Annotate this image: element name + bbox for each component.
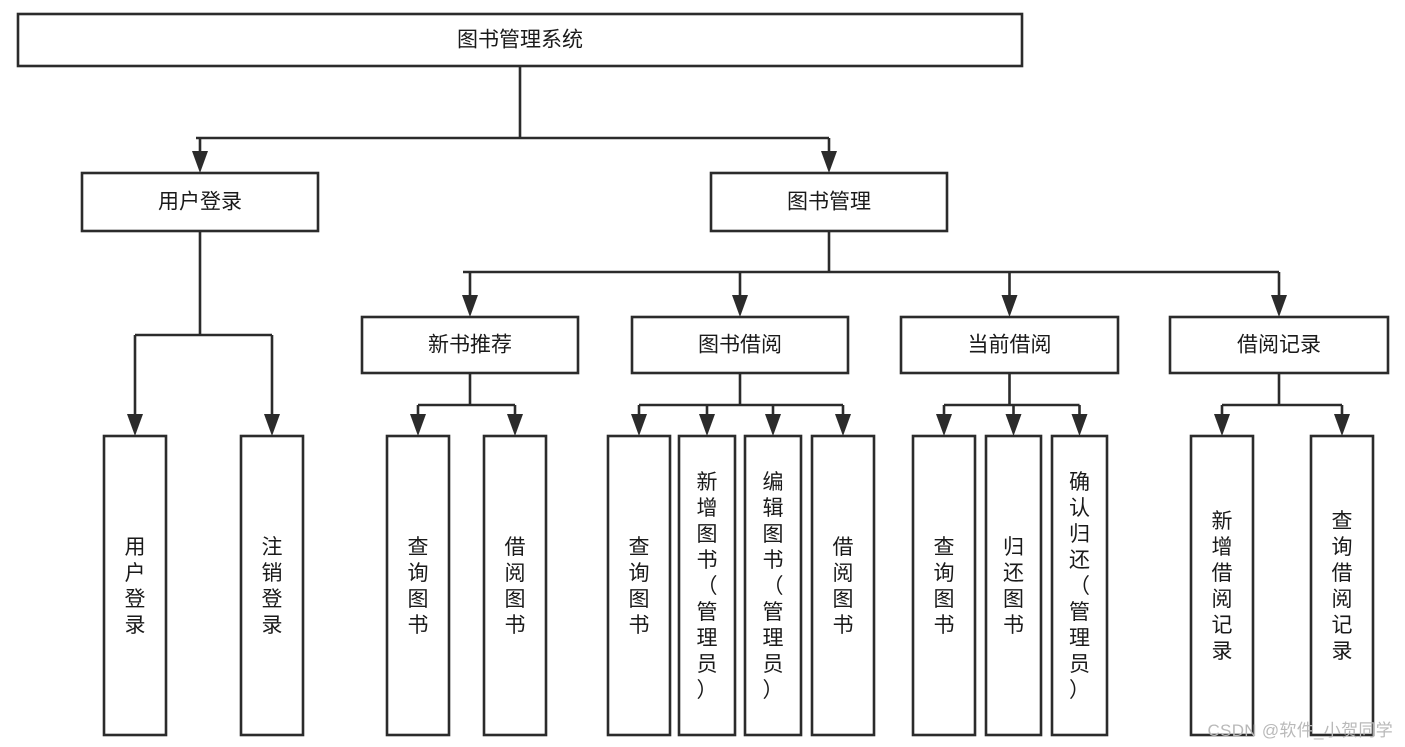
node-current-borrow-label: 当前借阅 — [968, 334, 1052, 357]
arrow-head-icon — [462, 295, 478, 317]
arrow-head-icon — [936, 414, 952, 436]
node-leaf-add-borrow-record-box[interactable] — [1189, 434, 1255, 737]
node-leaf-edit-book-admin-box[interactable] — [743, 434, 803, 737]
node-leaf-add-borrow-record[interactable]: 新增借阅记录 — [1189, 434, 1255, 737]
node-leaf-borrow-book-bor-box[interactable] — [810, 434, 876, 737]
arrow-head-icon — [699, 414, 715, 436]
arrow-head-icon — [1071, 414, 1088, 436]
node-leaf-logout-login-box[interactable] — [239, 434, 305, 737]
node-current-borrow-box[interactable] — [899, 315, 1120, 375]
node-leaf-borrow-book-bor-label: 借阅图书 — [833, 536, 854, 637]
arrow-head-icon — [1334, 414, 1350, 436]
arrow-head-icon — [410, 414, 426, 436]
node-boxes-group: 图书管理系统用户登录图书管理新书推荐图书借阅当前借阅借阅记录用户登录注销登录查询… — [16, 12, 1390, 737]
node-leaf-query-book-rec-box[interactable] — [385, 434, 451, 737]
arrow-head-icon — [631, 414, 647, 436]
node-leaf-borrow-book-rec-box[interactable] — [482, 434, 548, 737]
node-leaf-add-borrow-record-label: 新增借阅记录 — [1212, 510, 1233, 663]
node-borrow-record[interactable]: 借阅记录 — [1168, 315, 1390, 375]
node-leaf-return-book-label: 归还图书 — [1003, 536, 1024, 637]
node-leaf-borrow-book-rec-label: 借阅图书 — [505, 536, 526, 637]
node-leaf-query-borrow-record-label: 查询借阅记录 — [1332, 510, 1353, 663]
node-leaf-add-book-admin-label: 新增图书（管理员） — [697, 471, 718, 702]
node-leaf-return-book-box[interactable] — [984, 434, 1043, 737]
node-leaf-logout-login[interactable]: 注销登录 — [239, 434, 305, 737]
watermark-label: CSDN @软件_小贺同学 — [1207, 721, 1393, 740]
node-user-login-label: 用户登录 — [158, 191, 242, 214]
arrow-head-icon — [127, 414, 143, 436]
node-user-login[interactable]: 用户登录 — [80, 171, 320, 233]
node-leaf-query-book-cur[interactable]: 查询图书 — [911, 434, 977, 737]
node-root-book-management-system-box[interactable] — [16, 12, 1024, 68]
node-leaf-borrow-book-bor[interactable]: 借阅图书 — [810, 434, 876, 737]
node-leaf-query-book-bor[interactable]: 查询图书 — [606, 434, 672, 737]
node-leaf-confirm-return-admin-label: 确认归还（管理员） — [1069, 471, 1090, 702]
node-root-book-management-system[interactable]: 图书管理系统 — [16, 12, 1024, 68]
node-leaf-borrow-book-rec[interactable]: 借阅图书 — [482, 434, 548, 737]
node-book-borrow-box[interactable] — [630, 315, 850, 375]
node-book-manage-box[interactable] — [709, 171, 949, 233]
node-leaf-query-book-cur-box[interactable] — [911, 434, 977, 737]
node-borrow-record-label: 借阅记录 — [1237, 334, 1321, 357]
node-leaf-add-book-admin[interactable]: 新增图书（管理员） — [677, 434, 737, 737]
node-leaf-edit-book-admin[interactable]: 编辑图书（管理员） — [743, 434, 803, 737]
arrow-head-icon — [835, 414, 851, 436]
node-borrow-record-box[interactable] — [1168, 315, 1390, 375]
node-leaf-return-book[interactable]: 归还图书 — [984, 434, 1043, 737]
node-current-borrow[interactable]: 当前借阅 — [899, 315, 1120, 375]
node-leaf-query-book-rec-label: 查询图书 — [408, 536, 429, 637]
node-leaf-query-book-rec[interactable]: 查询图书 — [385, 434, 451, 737]
arrow-head-icon — [1271, 295, 1287, 317]
node-book-manage[interactable]: 图书管理 — [709, 171, 949, 233]
arrow-head-icon — [507, 414, 523, 436]
node-leaf-query-book-bor-box[interactable] — [606, 434, 672, 737]
node-leaf-query-book-bor-label: 查询图书 — [629, 536, 650, 637]
arrow-head-icon — [1214, 414, 1230, 436]
node-book-borrow-label: 图书借阅 — [698, 334, 782, 357]
node-leaf-logout-login-label: 注销登录 — [262, 536, 283, 637]
connector-lines-group — [127, 66, 1350, 436]
node-leaf-confirm-return-admin[interactable]: 确认归还（管理员） — [1050, 434, 1109, 737]
node-leaf-user-login-label: 用户登录 — [125, 536, 146, 637]
arrow-head-icon — [765, 414, 781, 436]
node-leaf-user-login[interactable]: 用户登录 — [102, 434, 168, 737]
arrow-head-icon — [192, 151, 208, 173]
arrow-head-icon — [1005, 414, 1022, 436]
node-new-book-recommend[interactable]: 新书推荐 — [360, 315, 580, 375]
node-new-book-recommend-label: 新书推荐 — [428, 334, 512, 357]
node-root-book-management-system-label: 图书管理系统 — [457, 29, 583, 52]
node-user-login-box[interactable] — [80, 171, 320, 233]
node-leaf-query-borrow-record[interactable]: 查询借阅记录 — [1309, 434, 1375, 737]
node-leaf-add-book-admin-box[interactable] — [677, 434, 737, 737]
node-leaf-edit-book-admin-label: 编辑图书（管理员） — [763, 471, 784, 702]
arrow-head-icon — [1001, 295, 1018, 317]
node-leaf-user-login-box[interactable] — [102, 434, 168, 737]
node-leaf-query-borrow-record-box[interactable] — [1309, 434, 1375, 737]
node-leaf-query-book-cur-label: 查询图书 — [934, 536, 955, 637]
arrow-head-icon — [821, 151, 837, 173]
arrow-head-icon — [732, 295, 748, 317]
node-book-borrow[interactable]: 图书借阅 — [630, 315, 850, 375]
arrow-head-icon — [264, 414, 280, 436]
node-book-manage-label: 图书管理 — [787, 191, 871, 214]
node-new-book-recommend-box[interactable] — [360, 315, 580, 375]
node-leaf-confirm-return-admin-box[interactable] — [1050, 434, 1109, 737]
